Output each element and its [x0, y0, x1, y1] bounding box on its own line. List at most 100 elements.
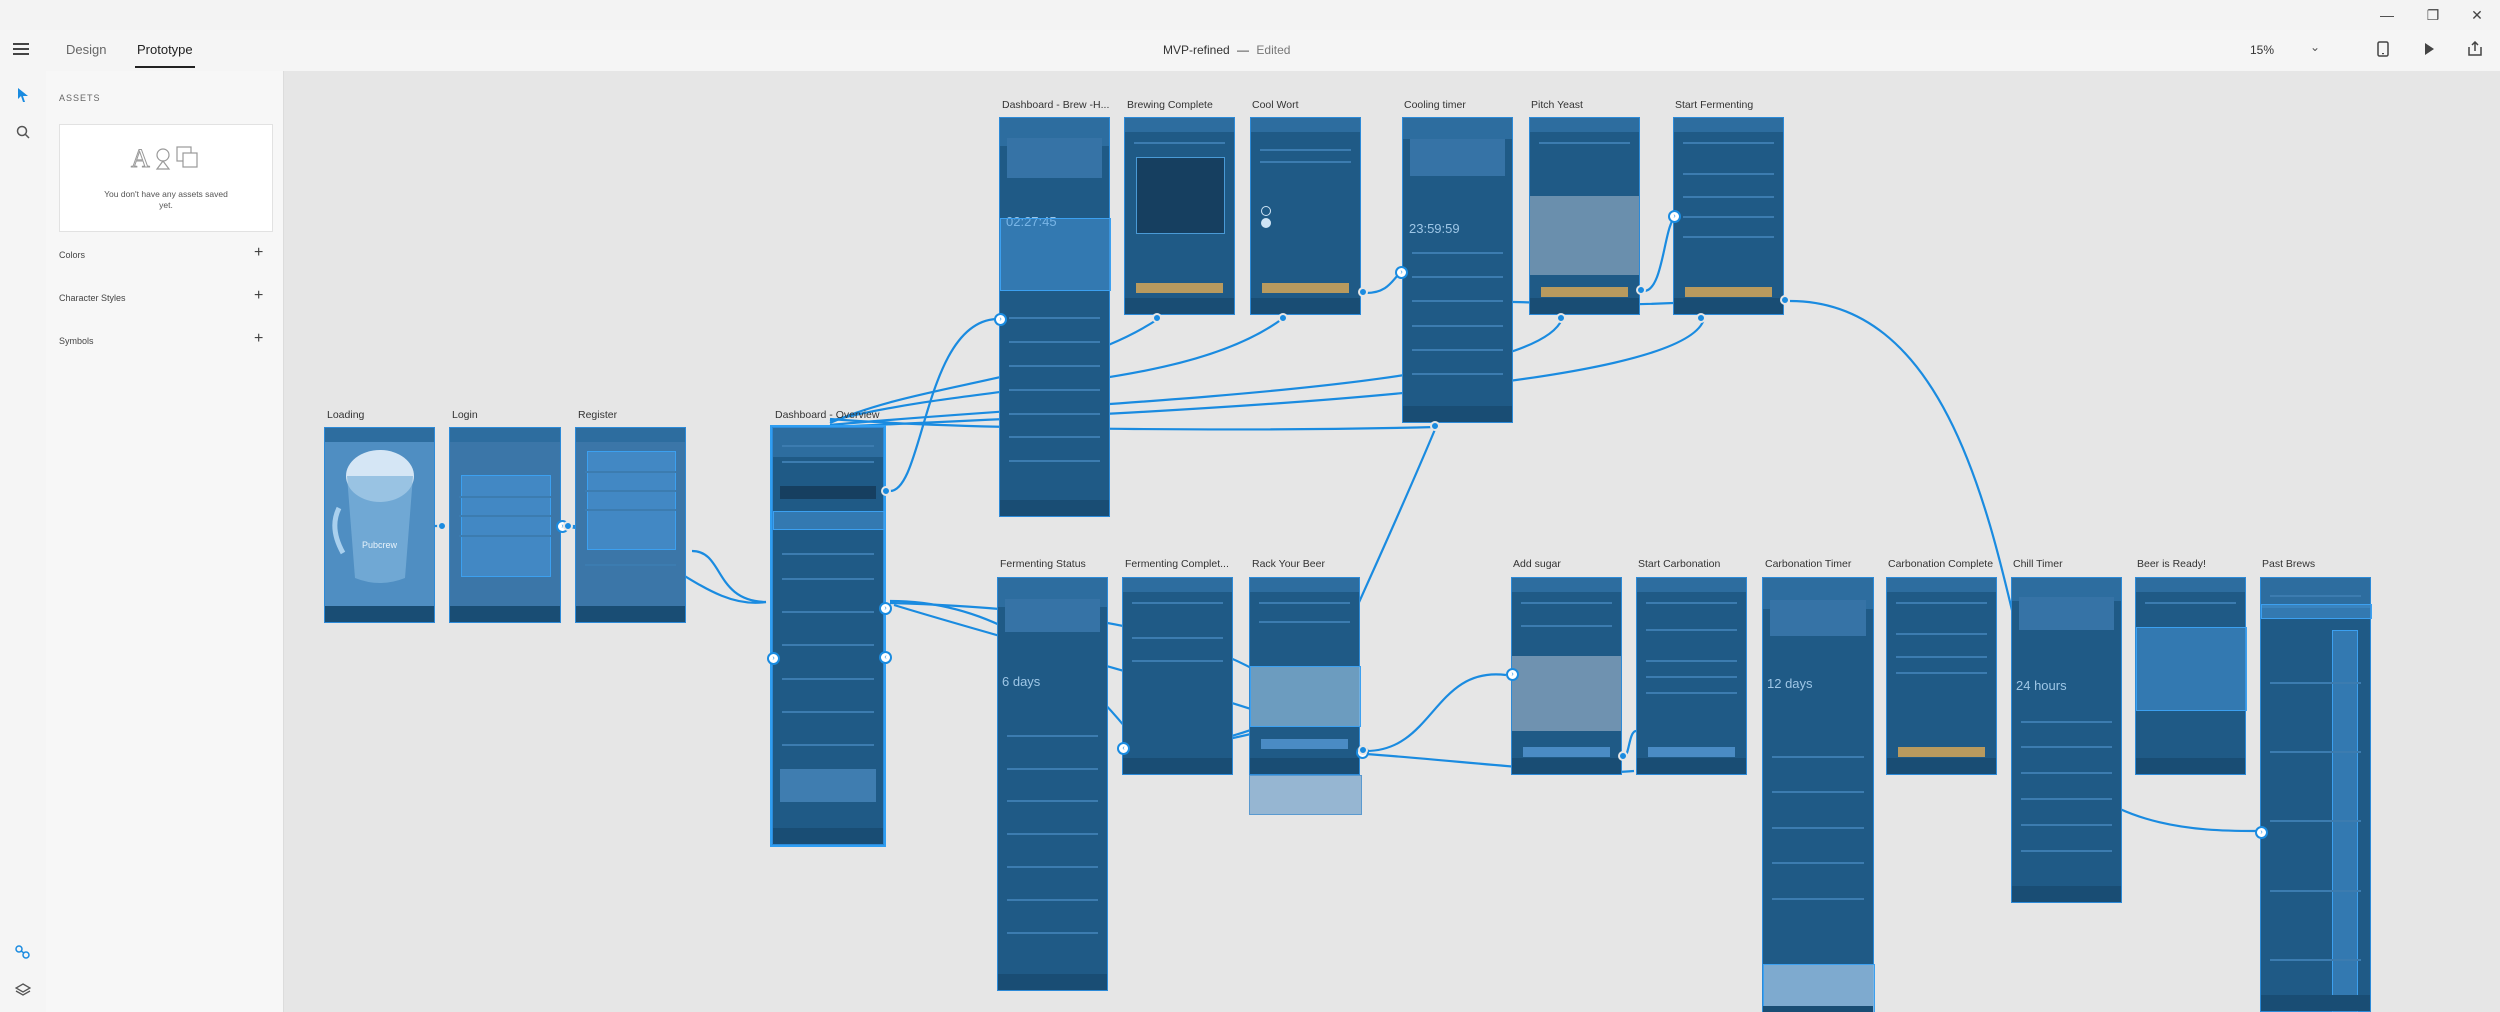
share-icon[interactable]	[2465, 40, 2485, 61]
wire-handle[interactable]	[1696, 313, 1706, 323]
cool-wort-radio-2[interactable]	[1261, 218, 1271, 228]
select-arrow-icon[interactable]	[13, 87, 33, 107]
artboard-label-loading[interactable]: Loading	[327, 409, 365, 421]
artboard-label-pitch-yeast[interactable]: Pitch Yeast	[1531, 99, 1583, 111]
artboard-label-cool-wort[interactable]: Cool Wort	[1252, 99, 1299, 111]
artboard-login[interactable]: ›	[449, 427, 569, 623]
artboard-register[interactable]	[575, 427, 686, 623]
cool-wort-radio-1[interactable]	[1261, 206, 1271, 216]
artboard-carbonation-complete[interactable]	[1886, 577, 1997, 775]
pitch-yeast-image	[1530, 196, 1639, 275]
artboard-beer-is-ready[interactable]	[2135, 577, 2247, 775]
play-icon[interactable]	[2419, 41, 2439, 61]
hamburger-icon[interactable]	[11, 41, 31, 61]
minimize-icon[interactable]: —	[2380, 7, 2394, 23]
artboard-label-beer-is-ready[interactable]: Beer is Ready!	[2137, 558, 2206, 570]
wire-pitch-start	[1643, 215, 1677, 293]
brewing-complete-button[interactable]	[1135, 282, 1224, 293]
assets-section-character-styles[interactable]: Character Styles	[59, 293, 126, 303]
wire-handle[interactable]	[1278, 313, 1288, 323]
artboard-carbonation-timer[interactable]: 12 days	[1762, 577, 1875, 1012]
artboard-start-carbonation[interactable]	[1636, 577, 1747, 775]
artboard-label-dashboard-overview[interactable]: Dashboard - Overview	[775, 409, 880, 421]
artboard-label-rack-your-beer[interactable]: Rack Your Beer	[1252, 558, 1325, 570]
chevron-down-icon: ⌄	[2310, 40, 2321, 54]
cool-wort-button[interactable]	[1261, 282, 1350, 293]
artboard-loading[interactable]: Pubcrew	[324, 427, 435, 623]
rack-button[interactable]	[1260, 738, 1349, 749]
wire-handle[interactable]	[1152, 313, 1162, 323]
artboard-label-carbonation-timer[interactable]: Carbonation Timer	[1765, 558, 1852, 570]
artboard-dashboard-brew[interactable]: 02:27:45 ›	[994, 117, 1111, 517]
add-character-style-button[interactable]: +	[254, 287, 264, 304]
device-preview-icon[interactable]	[2373, 41, 2393, 61]
artboard-label-start-carbonation[interactable]: Start Carbonation	[1638, 558, 1721, 570]
overview-link-arrow-3[interactable]: ›	[767, 652, 780, 665]
wire-handle[interactable]	[1430, 421, 1440, 431]
wire-handle[interactable]	[1780, 295, 1790, 305]
artboard-start-fermenting[interactable]: ›	[1668, 117, 1784, 315]
artboard-rack-your-beer[interactable]: ›	[1249, 577, 1369, 775]
restore-icon[interactable]: ❐	[2426, 7, 2440, 23]
artboard-chill-timer[interactable]: 24 hours	[2011, 577, 2122, 903]
brew-link-arrow[interactable]: ›	[994, 313, 1007, 326]
artboard-add-sugar[interactable]: ›	[1506, 577, 1622, 775]
overview-link-arrow-2[interactable]: ‹	[879, 651, 892, 664]
wire-handle[interactable]	[437, 521, 447, 531]
tab-design[interactable]: Design	[66, 42, 107, 57]
artboard-label-fermenting-status[interactable]: Fermenting Status	[1000, 558, 1086, 570]
close-icon[interactable]: ✕	[2471, 7, 2483, 23]
artboard-label-start-fermenting[interactable]: Start Fermenting	[1675, 99, 1754, 111]
artboard-past-brews[interactable]: ›	[2255, 577, 2372, 1012]
add-symbol-button[interactable]: +	[254, 330, 264, 347]
wire-handle[interactable]	[563, 521, 573, 531]
assets-section-colors[interactable]: Colors	[59, 250, 86, 260]
artboard-fermenting-status[interactable]: 6 days	[997, 577, 1108, 991]
add-sugar-button[interactable]	[1522, 746, 1611, 757]
artboard-cool-wort[interactable]	[1250, 117, 1361, 315]
artboard-label-carbonation-complete[interactable]: Carbonation Complete	[1888, 558, 1994, 570]
add-sugar-arrow[interactable]: ›	[1506, 668, 1519, 681]
artboard-dashboard-overview[interactable]: › ‹ ›	[767, 425, 892, 847]
artboard-label-chill-timer[interactable]: Chill Timer	[2013, 558, 2063, 570]
wire-register-dashboard-overview	[691, 549, 767, 604]
wire-handle[interactable]	[1358, 745, 1368, 755]
artboard-cooling-timer[interactable]: 23:59:59 ›	[1395, 117, 1513, 423]
zoom-dropdown[interactable]: 15% ⌄	[2250, 40, 2322, 60]
layers-icon[interactable]	[13, 982, 33, 1002]
start-carbonation-button[interactable]	[1647, 746, 1736, 757]
tab-prototype[interactable]: Prototype	[135, 42, 195, 68]
cooling-link-arrow[interactable]: ›	[1395, 266, 1408, 279]
start-fermenting-arrow[interactable]: ›	[1668, 210, 1681, 223]
artboard-label-dashboard-brew[interactable]: Dashboard - Brew -H...	[1002, 99, 1110, 111]
pitch-yeast-button[interactable]	[1540, 286, 1629, 297]
artboard-label-fermenting-complete[interactable]: Fermenting Complet...	[1125, 558, 1229, 570]
artboard-pitch-yeast[interactable]	[1529, 117, 1640, 315]
document-status: Edited	[1256, 43, 1291, 57]
artboard-label-cooling-timer[interactable]: Cooling timer	[1404, 99, 1466, 111]
plugins-icon[interactable]	[13, 944, 33, 964]
wire-overview-cooling	[829, 417, 1437, 431]
wire-handle[interactable]	[1636, 285, 1646, 295]
carbonation-complete-button[interactable]	[1897, 746, 1986, 757]
start-fermenting-button[interactable]	[1684, 286, 1773, 297]
overview-link-arrow-1[interactable]: ›	[879, 602, 892, 615]
wire-handle[interactable]	[1618, 751, 1628, 761]
beer-glass-image	[325, 428, 434, 622]
prototype-canvas[interactable]: Loading Login Register Dashboard - Overv…	[284, 71, 2500, 1012]
artboard-fermenting-complete[interactable]: ‹	[1117, 577, 1233, 775]
search-icon[interactable]	[13, 124, 33, 144]
artboard-label-add-sugar[interactable]: Add sugar	[1513, 558, 1561, 570]
fermenting-complete-arrow[interactable]: ‹	[1117, 742, 1130, 755]
artboard-label-past-brews[interactable]: Past Brews	[2262, 558, 2316, 570]
assets-section-symbols[interactable]: Symbols	[59, 336, 94, 346]
past-brews-arrow[interactable]: ›	[2255, 826, 2268, 839]
artboard-label-brewing-complete[interactable]: Brewing Complete	[1127, 99, 1213, 111]
add-color-button[interactable]: +	[254, 244, 264, 261]
artboard-brewing-complete[interactable]	[1124, 117, 1235, 315]
wire-handle[interactable]	[1556, 313, 1566, 323]
wire-handle[interactable]	[881, 486, 891, 496]
artboard-label-login[interactable]: Login	[452, 409, 478, 421]
artboard-label-register[interactable]: Register	[578, 409, 618, 421]
wire-handle[interactable]	[1358, 287, 1368, 297]
